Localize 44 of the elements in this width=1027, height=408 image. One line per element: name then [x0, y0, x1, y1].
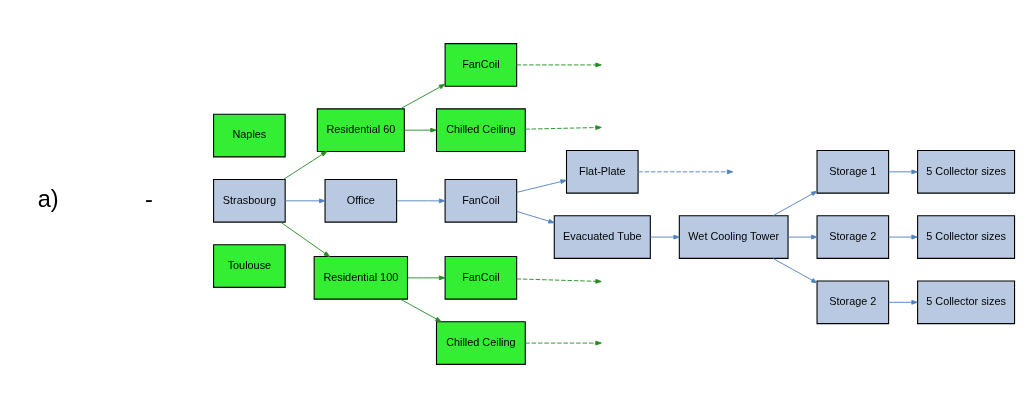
node-box: FanCoil — [444, 43, 518, 87]
node-box: Residential 100 — [313, 256, 409, 300]
node-box: 5 Collector sizes — [917, 150, 1016, 194]
arrow — [516, 210, 555, 224]
arrow — [284, 198, 326, 204]
node-box: Flat-Plate — [565, 150, 639, 194]
node-box: 5 Collector sizes — [917, 280, 1016, 325]
arrow — [524, 125, 602, 130]
label: - — [144, 185, 153, 212]
arrow — [524, 340, 602, 346]
node-box: Naples — [213, 113, 286, 158]
node-box: Storage 2 — [816, 280, 890, 325]
arrow — [637, 169, 734, 175]
arrow — [400, 83, 446, 110]
arrow — [280, 221, 330, 257]
node-box: Residential 60 — [316, 108, 405, 152]
node-box: FanCoil — [444, 256, 518, 300]
arrow — [516, 179, 567, 193]
node-box: Chilled Ceiling — [435, 321, 526, 365]
node-box: Storage 2 — [816, 215, 890, 259]
arrow — [888, 169, 918, 175]
arrow — [888, 299, 918, 305]
node-box: Wet Cooling Tower — [678, 215, 789, 259]
arrow — [283, 151, 328, 180]
arrow — [396, 198, 446, 204]
node-box: Toulouse — [213, 244, 286, 288]
arrow — [787, 234, 818, 240]
node-box: Office — [324, 179, 398, 223]
node-box: 5 Collector sizes — [917, 215, 1016, 259]
arrow — [400, 298, 442, 323]
arrow — [649, 234, 680, 240]
node-box: Strasbourg — [213, 179, 286, 223]
arrow — [516, 62, 602, 68]
arrow — [772, 190, 818, 217]
arrow — [888, 234, 918, 240]
node-box: Chilled Ceiling — [435, 108, 526, 152]
arrow — [403, 127, 437, 133]
node-box: FanCoil — [444, 179, 518, 223]
arrow — [772, 258, 818, 284]
label: a) — [37, 185, 59, 212]
arrow — [407, 275, 446, 281]
node-box: Storage 1 — [816, 150, 890, 194]
arrow — [516, 278, 602, 284]
node-box: Evacuated Tube — [553, 215, 651, 259]
